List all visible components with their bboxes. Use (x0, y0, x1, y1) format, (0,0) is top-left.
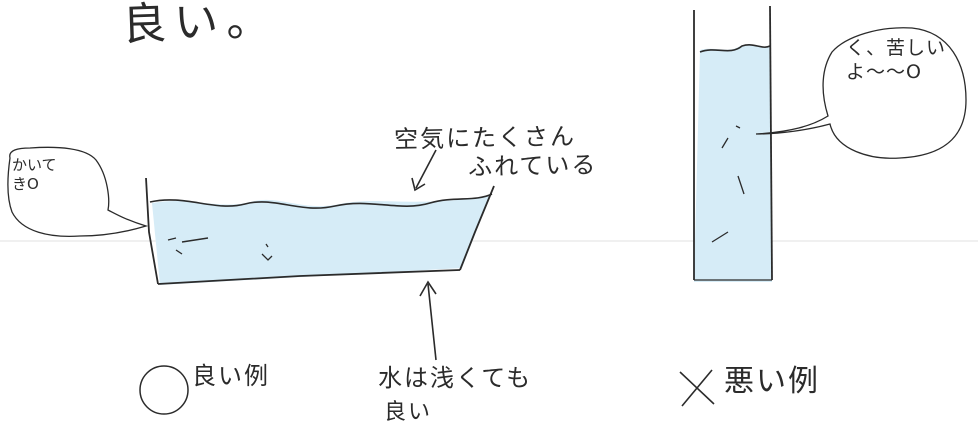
air-arrow-head (411, 177, 426, 192)
speech-bubble-right (755, 27, 967, 159)
air-arrow (415, 149, 437, 189)
tall-water-fill (694, 44, 772, 282)
good-mark-circle (139, 365, 189, 415)
tall-water-surface (699, 44, 771, 53)
note-shallow-line-1: 水は浅くても (378, 364, 533, 392)
bubble-right-text: く、苦しいよ〜〜O (846, 37, 947, 83)
note-air-line-2: ふれている (467, 150, 598, 182)
shallow-arrow-head (419, 280, 437, 297)
tall-fish-mark-2 (737, 175, 745, 195)
note-shallow-line-2: 良い (384, 400, 433, 425)
good-example-label: 良い例 (192, 362, 270, 390)
fish-mark-2 (175, 249, 183, 255)
heading-partial: 良い。 (121, 0, 279, 51)
shallow-container (145, 177, 495, 285)
fish-mark-3 (261, 253, 273, 261)
tall-wall-right (769, 5, 773, 281)
container-bottom (157, 269, 461, 285)
bad-mark-cross (679, 369, 715, 407)
tall-fish-mark-1 (721, 125, 741, 149)
bad-example-label: 悪い例 (724, 364, 820, 399)
fish-mark-4 (265, 243, 269, 248)
container-wall-right (459, 185, 495, 271)
shallow-arrow (427, 283, 437, 361)
tall-fish-mark-3 (711, 231, 729, 243)
water-surface-wave (149, 193, 493, 209)
tall-container (693, 5, 773, 282)
container-wall-left (145, 177, 159, 285)
shallow-water-fill (152, 196, 490, 285)
fish-mark-1 (167, 237, 209, 243)
speech-bubble-left (7, 146, 149, 238)
bubble-left-text: かいてきO (12, 156, 57, 193)
